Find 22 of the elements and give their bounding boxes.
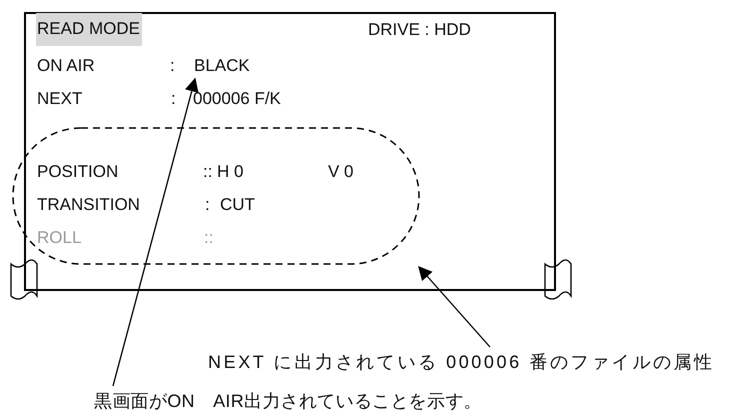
field-name: NEXT: [37, 88, 82, 110]
field-value: CUT: [220, 194, 255, 216]
field-value: 000006 F/K: [193, 88, 281, 110]
dashed-region: [12, 127, 420, 265]
value-text: BLACK: [194, 55, 278, 77]
field-name: ROLL: [37, 227, 82, 249]
mode-label: READ MODE: [36, 13, 142, 46]
field-value: H 0: [217, 161, 244, 183]
field-name: POSITION: [37, 161, 118, 183]
field-value: V 0: [328, 161, 354, 183]
separator: :: [171, 88, 176, 110]
leader-arrow: [112, 78, 198, 386]
callout-text: NEXT に出力されている 000006 番のファイルの属性: [208, 349, 715, 375]
separator: :: [205, 194, 210, 216]
leader-arrow: [418, 266, 490, 348]
callout-text: 黒画面がON AIR出力されていることを示す。: [94, 388, 482, 414]
status-text: DRIVE : HDD: [368, 19, 471, 41]
separator: ::: [204, 227, 214, 249]
field-name: ON AIR: [37, 55, 95, 77]
field-name: TRANSITION: [37, 194, 140, 216]
separator: ::: [203, 161, 212, 183]
separator: :: [170, 55, 175, 77]
